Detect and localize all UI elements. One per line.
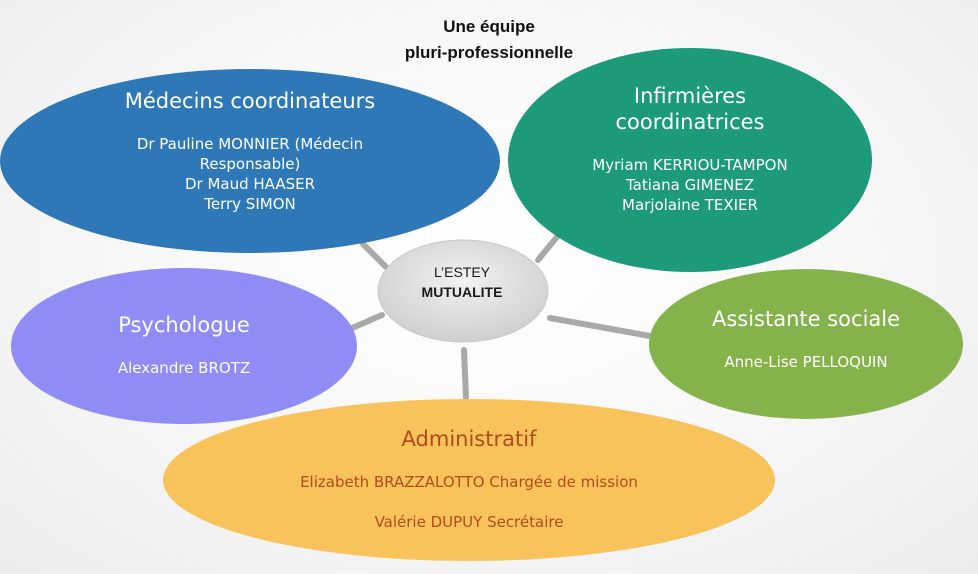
diagram-title-line-2: pluri-professionnelle — [404, 43, 574, 62]
node-medecins-title: Médecins coordinateurs — [124, 89, 376, 113]
diagram-title-line-1: Une équipe — [443, 17, 535, 36]
node-infirmieres-ellipse — [508, 48, 872, 272]
node-medecins: Médecins coordinateurs Dr Pauline MONNIE… — [40, 88, 460, 214]
node-administratif-member: Elizabeth BRAZZALOTTO Chargée de mission — [300, 473, 638, 491]
node-medecins-ellipse — [0, 69, 500, 253]
node-medecins-member: Terry SIMON — [204, 195, 296, 213]
connector-administratif — [461, 347, 469, 401]
node-psychologue-member: Alexandre BROTZ — [117, 359, 251, 377]
center-label-line-2: MUTUALITE — [421, 284, 503, 300]
diagram-title: Une équipe pluri-professionnelle — [330, 14, 648, 66]
node-infirmieres-title-line-1: Infirmières — [633, 84, 747, 108]
node-administratif-ellipse — [163, 399, 775, 561]
node-administratif: Administratif Elizabeth BRAZZALOTTO Char… — [209, 426, 729, 532]
connector-infirmieres — [535, 229, 564, 263]
node-psychologue: Psychologue Alexandre BROTZ — [44, 312, 324, 378]
node-assistante-ellipse — [649, 269, 963, 419]
node-psychologue-ellipse — [11, 268, 357, 424]
node-assistante-title: Assistante sociale — [711, 307, 901, 331]
node-infirmieres-member: Tatiana GIMENEZ — [625, 176, 755, 194]
node-assistante-member: Anne-Lise PELLOQUIN — [724, 353, 888, 371]
center-ellipse — [377, 239, 549, 343]
node-infirmieres-title-line-2: coordinatrices — [615, 110, 765, 134]
node-infirmieres-member: Myriam KERRIOU-TAMPON — [592, 156, 788, 174]
node-infirmieres-member: Marjolaine TEXIER — [622, 196, 758, 214]
connectors — [331, 229, 653, 401]
node-medecins-member: Dr Pauline MONNIER (Médecin — [136, 135, 364, 153]
center-label: L’ESTEY MUTUALITE — [378, 262, 546, 302]
node-infirmieres: Infirmières coordinatrices Myriam KERRIO… — [540, 83, 840, 215]
connector-medecins — [360, 241, 389, 270]
node-medecins-member: Responsable) — [199, 155, 301, 173]
node-assistante: Assistante sociale Anne-Lise PELLOQUIN — [670, 306, 942, 372]
connector-assistante — [547, 315, 653, 339]
node-medecins-member: Dr Maud HAASER — [184, 175, 316, 193]
node-administratif-member: Valérie DUPUY Secrétaire — [374, 513, 564, 531]
node-psychologue-title: Psychologue — [118, 313, 250, 337]
node-administratif-title: Administratif — [401, 427, 537, 451]
center-label-line-1: L’ESTEY — [433, 264, 491, 280]
